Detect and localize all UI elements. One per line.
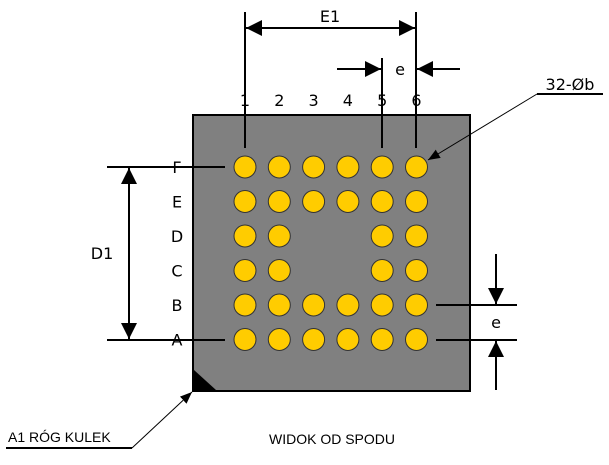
column-label: 5: [377, 91, 387, 110]
ball-E1: [233, 190, 257, 213]
column-label: 2: [274, 91, 284, 110]
ball-F3: [302, 155, 326, 179]
ball-A3: [302, 328, 326, 351]
ball-C1: [233, 259, 257, 282]
ball-C2: [267, 259, 291, 282]
pitch-top-label: e: [395, 60, 405, 79]
ball-D2: [267, 224, 291, 248]
ball-callout-label: 32-Øb: [546, 75, 595, 94]
ball-D6: [405, 224, 428, 248]
package-body: [192, 114, 471, 392]
ball-E4: [336, 190, 360, 213]
ball-A6: [405, 328, 428, 351]
column-label: 4: [343, 91, 353, 110]
row-label: E: [172, 193, 182, 212]
ball-C6: [405, 259, 428, 282]
ball-D1: [233, 224, 257, 248]
pitch-right-label: e: [491, 313, 501, 332]
ball-C5: [370, 259, 394, 282]
ball-A1: [233, 328, 257, 351]
ball-E6: [405, 190, 428, 213]
ball-F4: [336, 155, 360, 179]
ball-E3: [302, 190, 326, 213]
column-label: 1: [240, 91, 250, 110]
ball-callout-leader: [427, 93, 538, 161]
view-caption: WIDOK OD SPODU: [269, 431, 395, 447]
ball-B1: [233, 293, 257, 317]
column-label: 3: [309, 91, 319, 110]
ball-A4: [336, 328, 360, 351]
a1-corner-mark: [194, 370, 216, 390]
ball-grid: [233, 155, 428, 351]
row-label: B: [172, 296, 183, 315]
d1-label: D1: [91, 244, 114, 263]
ball-B4: [336, 293, 360, 317]
corner-callout-leader: [131, 391, 193, 449]
ball-F2: [267, 155, 291, 179]
ball-D5: [370, 224, 394, 248]
ball-F6: [405, 155, 428, 179]
e1-label: E1: [320, 7, 340, 26]
ball-B6: [405, 293, 428, 317]
ball-A2: [267, 328, 291, 351]
row-label: D: [171, 227, 183, 246]
ball-A5: [370, 328, 394, 351]
ball-B5: [370, 293, 394, 317]
column-label: 6: [411, 91, 421, 110]
ball-F5: [370, 155, 394, 179]
ball-B3: [302, 293, 326, 317]
ball-B2: [267, 293, 291, 317]
ball-F1: [233, 155, 257, 179]
row-label: C: [171, 262, 182, 281]
ball-E5: [370, 190, 394, 213]
ball-E2: [267, 190, 291, 213]
corner-callout-label: A1 RÓG KULEK: [8, 429, 111, 445]
